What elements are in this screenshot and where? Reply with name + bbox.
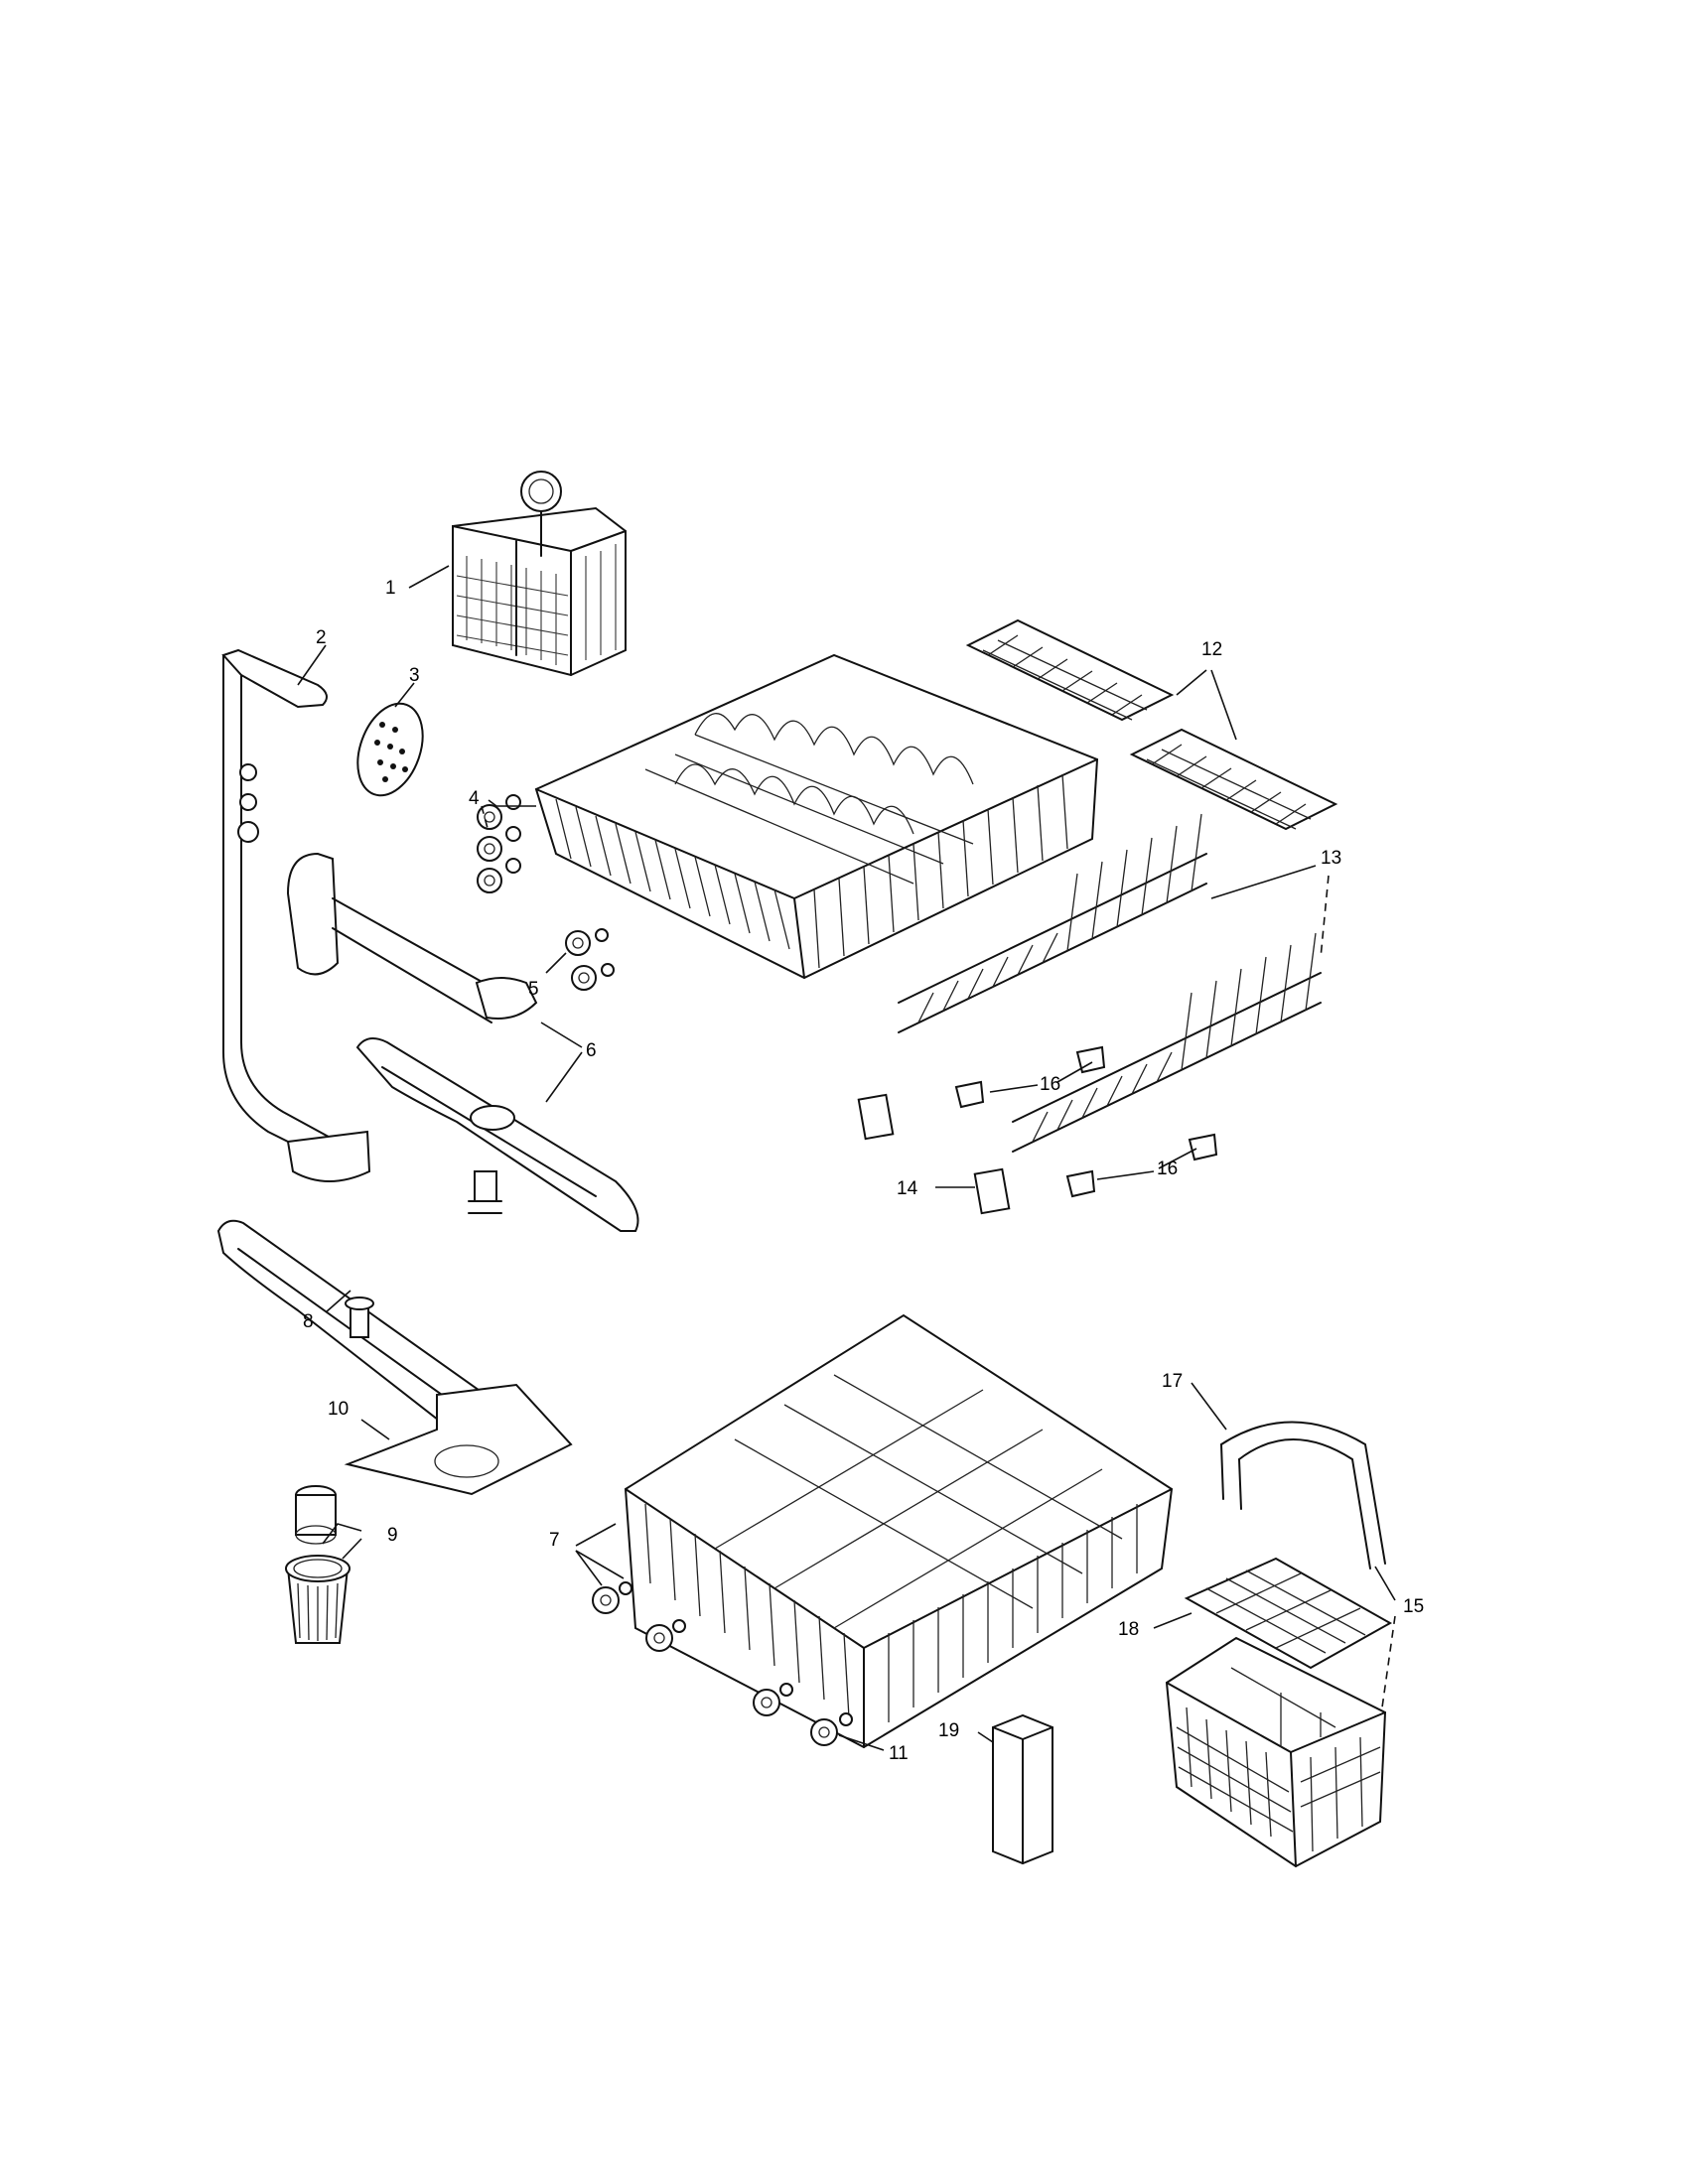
- rack-stop-wheels: [565, 928, 615, 991]
- silverware-basket-large: [1165, 1636, 1387, 1868]
- callout-2: 2: [316, 627, 327, 648]
- callout-17: 17: [1162, 1371, 1183, 1392]
- callout-15: 15: [1403, 1596, 1424, 1617]
- silverware-basket-small: [452, 471, 627, 677]
- callout-11: 11: [889, 1743, 909, 1764]
- basket-handle: [1220, 1421, 1386, 1570]
- fold-down-tines: [898, 813, 1322, 1153]
- upper-rack-wheels: [477, 794, 521, 893]
- upper-spray-arm: [286, 852, 639, 1232]
- callout-16-lower: 16: [1157, 1159, 1178, 1179]
- callout-10: 10: [328, 1399, 349, 1420]
- callout-8: 8: [303, 1311, 314, 1332]
- basket-cover-grid: [1184, 1557, 1393, 1670]
- upper-dish-rack: [534, 653, 1099, 980]
- spray-filter-disc: [356, 702, 424, 797]
- rack-roller: [810, 1712, 853, 1746]
- post-tube: [992, 1713, 1053, 1865]
- callout-labels: 1 2 3 4 5 6 12 13 16 16 14 8 10 9 7 11 1…: [303, 578, 1424, 1764]
- callout-13: 13: [1321, 848, 1341, 869]
- callout-14: 14: [897, 1178, 918, 1199]
- callout-19: 19: [938, 1720, 959, 1741]
- callout-5: 5: [528, 979, 539, 1000]
- lower-dish-rack: [624, 1313, 1174, 1749]
- filter-cover-plate: [344, 1383, 573, 1496]
- callout-12: 12: [1201, 639, 1222, 660]
- cup-shelf-racks: [965, 618, 1338, 831]
- callout-3: 3: [409, 665, 420, 686]
- upper-spray-tube: [221, 648, 371, 1182]
- tine-holder-clips: [857, 1093, 1011, 1215]
- lower-rack-wheels: [592, 1581, 793, 1716]
- filter-assembly: [285, 1485, 351, 1644]
- callout-9: 9: [387, 1525, 398, 1546]
- callout-18: 18: [1118, 1619, 1139, 1640]
- callout-16-upper: 16: [1040, 1074, 1060, 1095]
- callout-4: 4: [469, 788, 480, 809]
- callout-1: 1: [385, 578, 396, 599]
- callout-7: 7: [549, 1530, 560, 1551]
- leader-lines: [297, 565, 1396, 1751]
- callout-6: 6: [586, 1040, 597, 1061]
- tine-retainer-clips: [954, 1045, 1218, 1198]
